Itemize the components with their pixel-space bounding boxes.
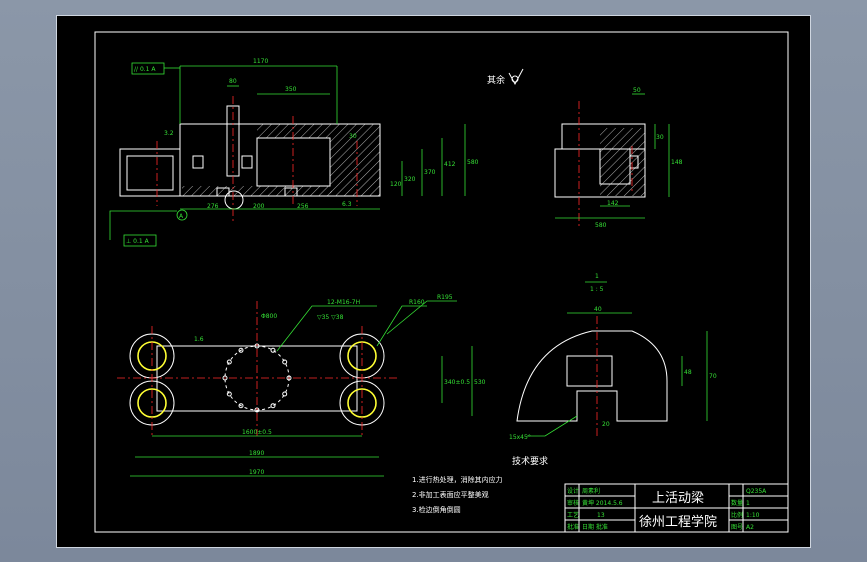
dim-side-30: 30 [656, 134, 664, 141]
tb-sheet-label: 图号 [731, 524, 743, 531]
tb-row4-b: 日期 批准 [582, 523, 608, 531]
tb-row2-a: 审核 [567, 499, 579, 507]
dim-height-412: 412 [444, 161, 456, 168]
front-notch-right [284, 187, 298, 197]
tb-row1-b: 周素利 [582, 487, 600, 495]
dim-plan-1890: 1890 [249, 450, 264, 457]
dim-gap-30: 30 [349, 133, 357, 140]
tb-material: Q235A [746, 488, 767, 495]
plan-boss-tr [339, 333, 385, 379]
dim-side-50: 50 [633, 87, 641, 94]
dim-sec-20: 20 [602, 421, 610, 428]
tb-scale-label: 比例 [731, 511, 743, 519]
front-hatch-top [257, 124, 330, 138]
drawing-canvas: 1170 350 80 580 412 370 320 120 30 276 2… [94, 31, 789, 533]
tb-qty-label: 数量 [731, 499, 743, 507]
tb-row2-b: 黄坤 2014.5.6 [582, 499, 623, 507]
dim-bottom-256: 256 [297, 203, 309, 210]
bolt-hole [226, 391, 232, 397]
tolerance-parallel: // 0.1 A [134, 66, 156, 73]
section-label-ratio: 1 : 5 [590, 286, 604, 293]
plan-boss-tl [129, 333, 175, 379]
title-block: 设计 周素利 审核 黄坤 2014.5.6 工艺 13 批准 日期 批准 上活动… [564, 483, 789, 533]
dim-side-142: 142 [607, 200, 619, 207]
tb-row3-b: 13 [597, 512, 605, 519]
dim-bottom-200: 200 [253, 203, 265, 210]
bolt-hole [238, 403, 244, 409]
technical-notes: 技术要求 1.进行热处理，消除其内应力 2.非加工表面应平整美观 3.检边倒角倒… [412, 455, 548, 514]
drawing-border [94, 31, 789, 533]
dim-sec-40: 40 [594, 306, 602, 313]
bolt-hole [286, 375, 292, 381]
dim-mid-len: 350 [285, 86, 297, 93]
bolt-hole [282, 391, 288, 397]
dim-top-len: 1170 [253, 58, 268, 65]
dim-plan-1970: 1970 [249, 469, 264, 476]
plan-bolt-holes [222, 343, 292, 413]
dim-sec-70: 70 [709, 373, 717, 380]
front-hatch-right [330, 124, 380, 196]
dim-height-320: 320 [404, 176, 416, 183]
front-pocket [256, 137, 331, 187]
section-view: 1 1 : 5 40 70 48 20 15x45° [509, 273, 717, 441]
front-view: 1170 350 80 580 412 370 320 120 30 276 2… [109, 58, 479, 247]
front-hole-a [192, 155, 204, 169]
plan-view: 1600±0.5 1890 1970 530 340±0.5 12-M16-7H… [117, 294, 486, 477]
section-profile [516, 330, 668, 422]
label-d800: Φ800 [261, 313, 277, 320]
dim-pocket-w: 80 [229, 78, 237, 85]
front-left-inner [126, 155, 174, 191]
tb-scale: 1:10 [746, 512, 760, 519]
roughness-front: 3.2 [164, 130, 174, 137]
dim-side-148: 148 [671, 159, 683, 166]
dim-plan-340: 340±0.5 [444, 379, 470, 386]
section-label-num: 1 [595, 273, 599, 280]
tb-row1-a: 设计 [567, 487, 579, 495]
roughness-plan: 1.6 [194, 336, 204, 343]
dim-plan-530: 530 [474, 379, 486, 386]
tech-title: 技术要求 [512, 455, 548, 467]
front-hatch-bottom [182, 186, 332, 196]
tb-school: 徐州工程学院 [639, 514, 717, 530]
dim-side-580: 580 [595, 222, 607, 229]
label-r195: R195 [437, 294, 453, 301]
side-hole [629, 155, 639, 169]
bolt-hole [238, 347, 244, 353]
tech-note-2: 2.非加工表面应平整美观 [412, 490, 489, 499]
bolt-hole [222, 375, 228, 381]
bolt-hole [270, 347, 276, 353]
tb-part-name: 上活动梁 [652, 491, 704, 506]
dim-sec-chamfer: 15x45° [509, 434, 531, 441]
tb-row3-a: 工艺 [567, 511, 579, 519]
dim-sec-48: 48 [684, 369, 692, 376]
dim-height-120: 120 [390, 181, 402, 188]
dim-height-580: 580 [467, 159, 479, 166]
datum-a: A [179, 213, 184, 220]
tolerance-perpendicular: ⊥ 0.1 A [126, 238, 150, 245]
roughness-front-b: 6.3 [342, 201, 352, 208]
tech-note-3: 3.检边倒角倒圆 [412, 505, 461, 514]
section-slot [566, 355, 613, 387]
cad-viewport[interactable]: 1170 350 80 580 412 370 320 120 30 276 2… [56, 15, 811, 548]
tb-sheet: A2 [746, 524, 754, 531]
side-view: 580 142 50 148 30 [554, 87, 683, 229]
bolt-hole [282, 359, 288, 365]
dim-plan-1600: 1600±0.5 [242, 429, 272, 436]
dim-bottom-276: 276 [207, 203, 219, 210]
label-holes: 12-M16-7H [327, 299, 360, 306]
bolt-hole [226, 359, 232, 365]
label-depth: ▽35 ▽38 [317, 314, 344, 321]
tb-qty: 1 [746, 500, 750, 507]
tech-note-1: 1.进行热处理，消除其内应力 [412, 475, 503, 484]
bolt-hole [270, 403, 276, 409]
roughness-other-label: 其余 [487, 74, 505, 86]
dim-height-370: 370 [424, 169, 436, 176]
tb-row4-a: 批准 [567, 523, 579, 531]
front-hole-b [241, 155, 253, 169]
label-r160: R160 [409, 299, 425, 306]
